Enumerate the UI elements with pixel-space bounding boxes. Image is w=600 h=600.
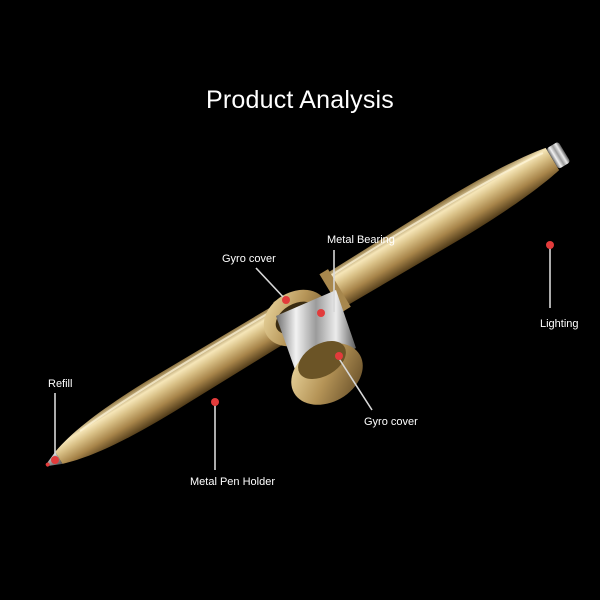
page-title: Product Analysis xyxy=(205,86,394,114)
markers xyxy=(51,241,554,464)
label-metal-bearing: Metal Bearing xyxy=(327,234,395,246)
label-lighting: Lighting xyxy=(540,318,579,330)
gyro-spinner xyxy=(263,289,363,405)
label-gyro-cover-top: Gyro cover xyxy=(222,253,276,265)
label-refill: Refill xyxy=(48,378,73,390)
label-gyro-cover-bottom: Gyro cover xyxy=(364,416,418,428)
leader-lines xyxy=(54,246,551,470)
label-metal-pen-holder: Metal Pen Holder xyxy=(190,476,275,488)
